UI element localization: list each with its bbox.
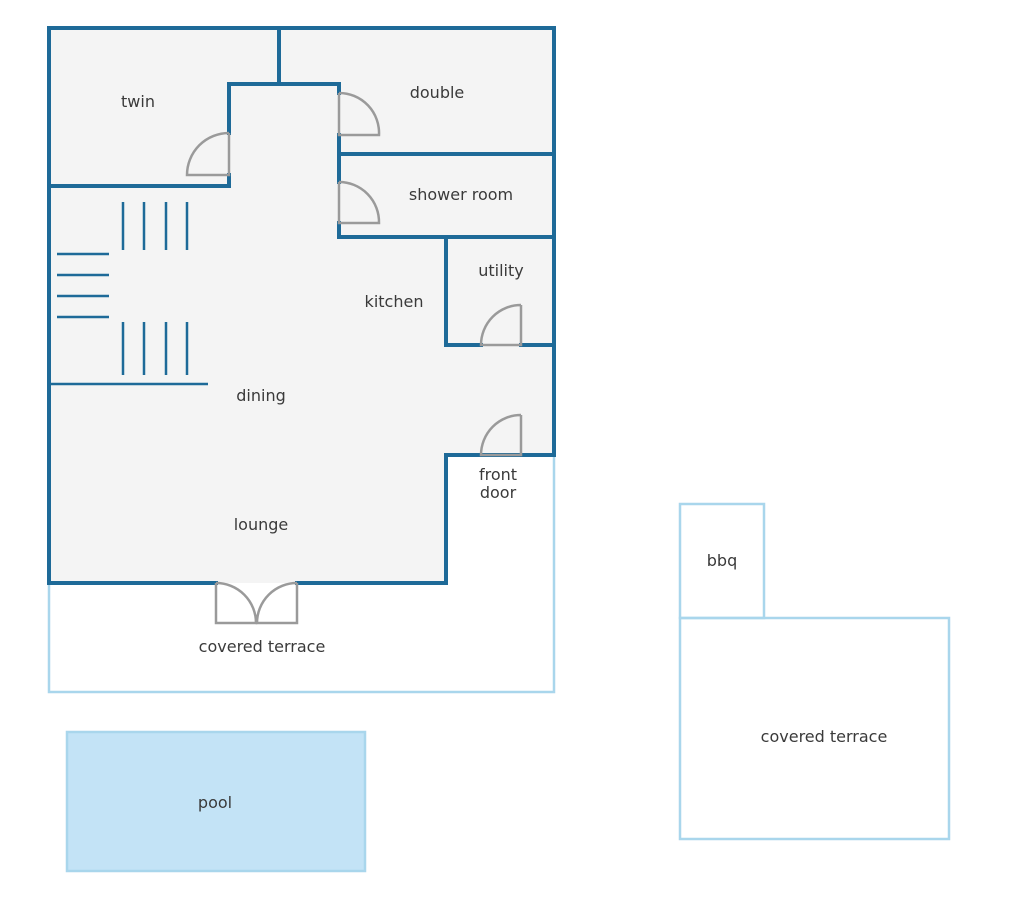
label-double: double (410, 83, 465, 102)
door-front[interactable] (479, 413, 523, 457)
label-covered-terrace-outdoor: covered terrace (761, 727, 888, 746)
house-floor (49, 28, 554, 583)
staircase (49, 202, 208, 386)
pool (65, 730, 367, 873)
label-covered-terrace-house: covered terrace (199, 637, 326, 656)
label-dining: dining (236, 386, 285, 405)
door-shower-room[interactable] (337, 180, 381, 225)
door-twin[interactable] (185, 131, 231, 177)
door-terrace-right[interactable] (255, 581, 299, 625)
label-front-door-line1: front (479, 465, 517, 484)
label-lounge: lounge (234, 515, 289, 534)
label-kitchen: kitchen (365, 292, 424, 311)
door-terrace-left[interactable] (214, 581, 258, 625)
label-twin: twin (121, 92, 155, 111)
label-shower-room: shower room (409, 185, 513, 204)
door-double[interactable] (337, 91, 381, 137)
door-utility[interactable] (479, 303, 523, 347)
label-bbq: bbq (707, 551, 737, 570)
label-pool: pool (198, 793, 232, 812)
wall-utility (444, 235, 483, 347)
label-front-door-line2: door (480, 483, 517, 502)
label-utility: utility (478, 261, 524, 280)
outdoor-covered-terrace (678, 616, 951, 841)
outer-wall-left-bottom (47, 26, 218, 585)
